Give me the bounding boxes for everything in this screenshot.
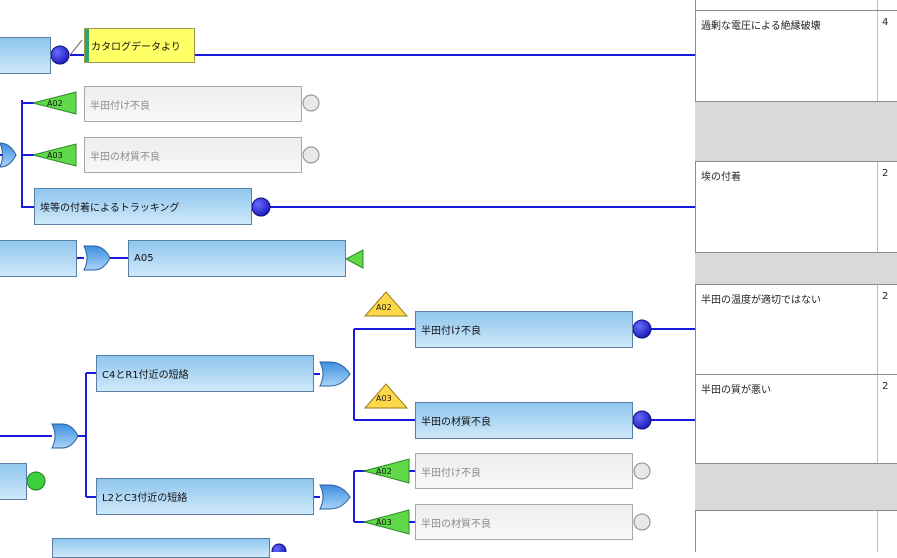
undeveloped-event-icon	[633, 462, 651, 480]
transfer-triangle-a05	[344, 249, 364, 269]
event-box-left-lower[interactable]	[0, 463, 27, 500]
tag-a02-label: A02	[376, 467, 392, 476]
cause-value: 2	[882, 381, 889, 392]
event-label: 半田付け不良	[421, 467, 481, 479]
event-label: 半田の材質不良	[90, 151, 160, 163]
note-catalog-label: カタログデータより	[91, 42, 181, 53]
transfer-tag-a03-mid: A03	[363, 383, 409, 409]
or-gate-icon	[83, 245, 111, 271]
event-label: 半田の材質不良	[421, 417, 491, 428]
event-label: 半田付け不良	[421, 326, 481, 337]
undeveloped-event-icon	[302, 94, 320, 112]
cause-value: 2	[882, 168, 889, 179]
event-solder-material[interactable]: 半田の材質不良	[415, 402, 633, 439]
undeveloped-event-icon	[633, 513, 651, 531]
row-divider	[695, 10, 897, 11]
undeveloped-event-solder-defect[interactable]: 半田付け不良	[415, 453, 633, 489]
row-divider	[695, 101, 897, 102]
event-label: 埃等の付着によるトラッキング	[40, 203, 180, 214]
shaded-row	[695, 464, 897, 510]
event-label: A05	[134, 253, 154, 264]
row-divider	[695, 510, 897, 511]
event-tracking[interactable]: 埃等の付着によるトラッキング	[34, 188, 252, 225]
cause-label: 埃の付着	[701, 172, 741, 183]
cause-row[interactable]: 埃の付着 2	[695, 162, 897, 252]
cause-value: 4	[882, 17, 889, 28]
basic-event-icon	[251, 197, 271, 217]
event-a05[interactable]: A05	[128, 240, 346, 277]
tag-a02-label: A02	[47, 99, 63, 108]
event-label: 半田の材質不良	[421, 518, 491, 530]
or-gate-icon	[0, 142, 17, 168]
row-divider	[695, 161, 897, 162]
note-catalog[interactable]: カタログデータより	[84, 28, 195, 63]
cause-row[interactable]: 過剰な電圧による絶縁破壊 4	[695, 11, 897, 101]
tag-a03-label: A03	[376, 518, 392, 527]
tag-a03-label: A03	[47, 151, 63, 160]
basic-event-icon	[632, 410, 652, 430]
note-marker	[85, 29, 89, 62]
basic-event-icon	[271, 543, 287, 552]
cause-label: 過剰な電圧による絶縁破壊	[701, 21, 821, 32]
transfer-tag-a03-top: A03	[32, 143, 77, 167]
cause-row[interactable]: 半田の温度が適切ではない 2	[695, 285, 897, 374]
cause-value: 2	[882, 291, 889, 302]
row-divider	[695, 374, 897, 375]
event-solder-defect[interactable]: 半田付け不良	[415, 311, 633, 348]
row-divider	[695, 252, 897, 253]
transfer-tag-a02-mid: A02	[363, 291, 409, 317]
event-box-top-left[interactable]	[0, 37, 51, 74]
undeveloped-event-solder-material[interactable]: 半田の材質不良	[84, 137, 302, 173]
event-c4-r1-short[interactable]: C4とR1付近の短絡	[96, 355, 314, 392]
shaded-row	[695, 102, 897, 161]
row-divider	[695, 463, 897, 464]
or-gate-icon	[319, 484, 351, 510]
transfer-tag-a03-low: A03	[362, 509, 410, 535]
or-gate-icon	[51, 423, 79, 449]
cause-label: 半田の温度が適切ではない	[701, 295, 821, 306]
tag-a02-label: A02	[376, 303, 392, 312]
tag-a03-label: A03	[376, 394, 392, 403]
event-label: L2とC3付近の短絡	[102, 493, 188, 504]
cause-row[interactable]: 半田の質が悪い 2	[695, 375, 897, 463]
transfer-tag-a02-top: A02	[32, 91, 77, 115]
event-l2-c3-short[interactable]: L2とC3付近の短絡	[96, 478, 314, 515]
shaded-row	[695, 253, 897, 284]
event-box-bottom[interactable]	[52, 538, 270, 558]
undeveloped-event-solder-defect[interactable]: 半田付け不良	[84, 86, 302, 122]
event-label: 半田付け不良	[90, 100, 150, 112]
transfer-tag-a02-low: A02	[362, 458, 410, 484]
or-gate-icon	[319, 361, 351, 387]
event-box-left-a05[interactable]	[0, 240, 77, 277]
basic-event-icon	[50, 45, 70, 65]
row-divider	[695, 284, 897, 285]
undeveloped-event-icon	[302, 146, 320, 164]
connector-lines	[0, 54, 695, 523]
basic-event-icon	[632, 319, 652, 339]
green-event-icon	[26, 471, 46, 491]
undeveloped-event-solder-material[interactable]: 半田の材質不良	[415, 504, 633, 540]
cause-label: 半田の質が悪い	[701, 385, 771, 396]
event-label: C4とR1付近の短絡	[102, 370, 189, 381]
